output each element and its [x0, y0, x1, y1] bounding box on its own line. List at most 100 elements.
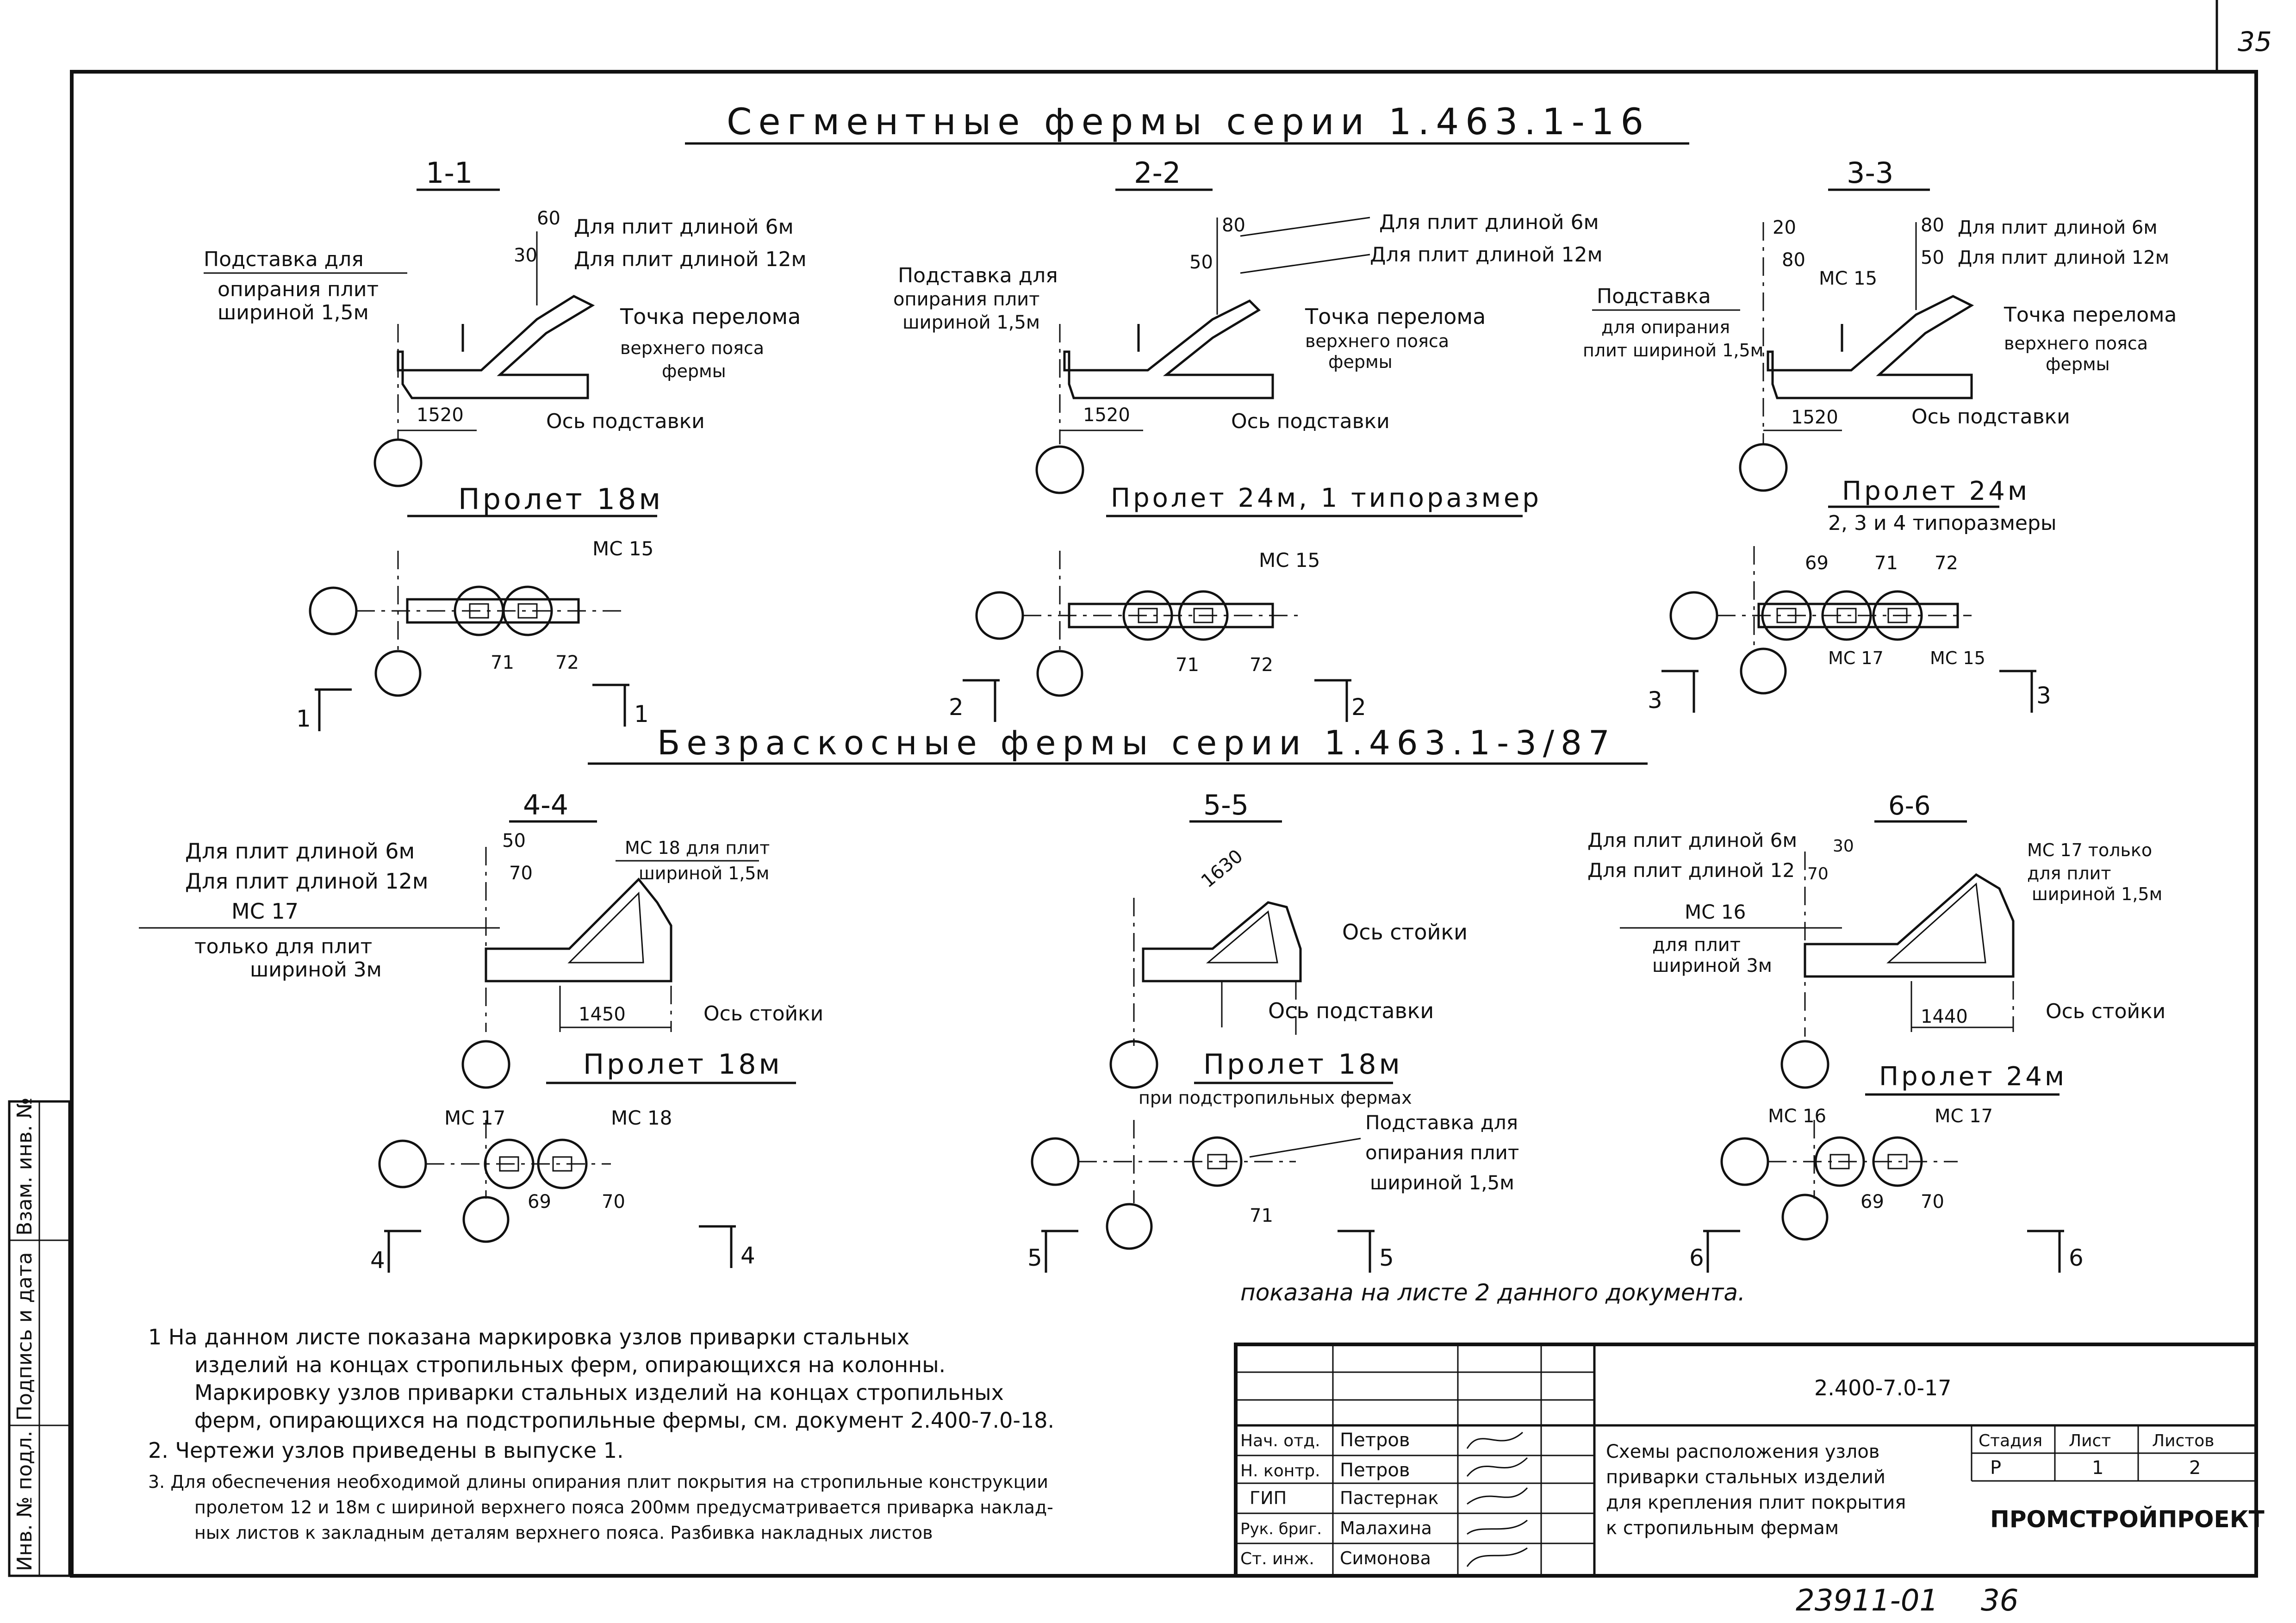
- plan-3-node-72: [1872, 590, 1923, 641]
- plan-2-column-marker-bottom: [1036, 650, 1083, 697]
- plan-4-label-69: 69: [528, 1191, 551, 1213]
- plan-4-cut-mark-right: [699, 1225, 736, 1268]
- node-4-4-web-opening: [567, 891, 644, 964]
- plan-6-cut-right: 6: [2069, 1244, 2084, 1271]
- plan-6-node-69: [1814, 1136, 1865, 1187]
- plan-3-cut-mark-left: [1661, 670, 1699, 713]
- node-3-3-dim-80a: 80: [1782, 249, 1805, 271]
- plan-5-cut-right: 5: [1379, 1244, 1394, 1271]
- plan-5-label-width: шириной 1,5м: [1370, 1171, 1514, 1194]
- node-2-2-title: 2-2: [1134, 156, 1181, 190]
- plan-4-column-marker-bottom: [462, 1196, 510, 1243]
- node-5-5-label-post-axis: Ось стойки: [1342, 920, 1468, 945]
- plan-2-label-71: 71: [1176, 654, 1199, 676]
- plan-3-cut-right: 3: [2036, 682, 2051, 709]
- plan-3-column-marker-left: [1669, 591, 1718, 640]
- plan-2-span: Пролет 24м, 1 типоразмер: [1111, 483, 1542, 513]
- node-2-2-dim-50: 50: [1189, 252, 1213, 273]
- node-3-3-label-chord: верхнего пояса: [2004, 333, 2148, 354]
- plan-6-span: Пролет 24м: [1879, 1062, 2067, 1092]
- node-3-3-label-support: для опирания: [1601, 317, 1730, 337]
- plan-2-node-72: [1178, 590, 1229, 641]
- plan-2-chord: [1068, 603, 1274, 628]
- node-4-4-label-12m: Для плит длиной 12м: [185, 869, 429, 894]
- plan-6-column-marker-left: [1720, 1137, 1769, 1186]
- node-3-3-dim-50: 50: [1921, 247, 1944, 268]
- plan-6-cut-mark-right: [2027, 1230, 2064, 1273]
- plan-4: Пролет 18м МС 17 МС 18 69 70 4 4: [370, 1048, 796, 1274]
- plan-4-cut-right: 4: [740, 1242, 755, 1269]
- node-2-2-column-marker: [1035, 445, 1084, 494]
- plan-4-plate-69: [499, 1156, 519, 1172]
- plan-5-span-sub: при подстропильных фермах: [1139, 1088, 1412, 1108]
- plan-6: Пролет 24м МС 16 МС 17 69 70 6 6: [1689, 1062, 2084, 1273]
- plan-5-stand-leader: [1249, 1138, 1361, 1158]
- node-2-2-label-support: опирания плит: [893, 289, 1039, 310]
- role-5: Ст. инж.: [1240, 1549, 1314, 1568]
- plan-5-label-stand: Подставка для: [1365, 1111, 1518, 1134]
- node-3-3-truss-section: [1767, 295, 1974, 399]
- org-name: ПРОМСТРОЙПРОЕКТ: [1990, 1505, 2265, 1533]
- plan-6-label-ms16: МС 16: [1768, 1106, 1826, 1127]
- plan-3-node-69: [1761, 590, 1812, 641]
- node-3-3-label-break: Точка перелома: [2004, 303, 2177, 327]
- plan-5-cut-left: 5: [1027, 1244, 1042, 1271]
- node-3-3-label-axis: Ось подставки: [1911, 405, 2070, 429]
- node-5-5-label-stand-axis: Ось подставки: [1268, 998, 1434, 1023]
- plan-3-plate-71: [1836, 608, 1857, 623]
- note-line-6: 3. Для обеспечения необходимой длины опи…: [148, 1472, 1048, 1492]
- node-2-2-label-axis: Ось подставки: [1231, 410, 1390, 433]
- node-4-4-truss-section: [485, 877, 672, 983]
- sheet-header: Лист: [2069, 1431, 2111, 1450]
- node-6-6-dim-30: 30: [1833, 837, 1854, 856]
- plan-5-label-71: 71: [1250, 1205, 1273, 1226]
- note-line-3: Маркировку узлов приварки стальных издел…: [194, 1380, 1004, 1405]
- plan-5: Пролет 18м при подстропильных фермах Под…: [1027, 1048, 1519, 1273]
- plan-2-cut-mark-right: [1314, 679, 1351, 722]
- plan-2-cut-mark-left: [963, 679, 1000, 722]
- plan-1-node-72: [502, 585, 553, 636]
- node-2-2-label-width: шириной 1,5м: [902, 312, 1040, 333]
- name-2: Петров: [1340, 1460, 1410, 1481]
- node-4-4-label-ms17: МС 17: [231, 899, 299, 924]
- plan-2-label-72: 72: [1250, 654, 1273, 676]
- sheets-value: 2: [2189, 1457, 2201, 1479]
- plan-4-cut-left: 4: [370, 1247, 385, 1274]
- node-6-6-label-width3: шириной 3м: [1652, 955, 1772, 976]
- note-line-5: 2. Чертежи узлов приведены в выпуске 1.: [148, 1438, 624, 1463]
- node-1-1-dim-1520: 1520: [417, 404, 464, 426]
- side-stamp: Инв. № подл. Подпись и дата Взам. инв. №: [8, 1097, 71, 1577]
- sheets-header: Листов: [2152, 1431, 2214, 1450]
- node-3-3-column-marker: [1739, 443, 1788, 492]
- node-2-2-label-break: Точка перелома: [1305, 304, 1486, 329]
- plan-1-column-marker-bottom: [374, 650, 422, 697]
- plan-5-column-marker-left: [1031, 1137, 1080, 1186]
- plan-3-plate-72: [1887, 608, 1908, 623]
- sheet-value: 1: [2092, 1457, 2103, 1479]
- node-3-3-label-truss: фермы: [2046, 354, 2110, 374]
- node-6-6-label-ms17: МС 17 только: [2027, 840, 2152, 860]
- node-3-3-dim-20: 20: [1773, 217, 1796, 238]
- node-2-2-label-12m: Для плит длиной 12м: [1370, 243, 1603, 267]
- name-5: Симонова: [1340, 1548, 1431, 1568]
- node-1-1-title: 1-1: [426, 156, 473, 190]
- plan-1-label-71: 71: [491, 652, 514, 673]
- node-4-4-title: 4-4: [523, 789, 568, 821]
- plan-2-column-marker-left: [975, 591, 1024, 640]
- section-beam-title: Безраскосные фермы серии 1.463.1-3/87: [657, 723, 1616, 762]
- node-2-2-label-truss: фермы: [1328, 352, 1393, 372]
- node-1-1-dim-60: 60: [537, 208, 560, 229]
- plan-2-cut-left: 2: [949, 694, 964, 721]
- plan-6-node-70: [1872, 1136, 1923, 1187]
- node-4-4-dim-50: 50: [502, 830, 526, 852]
- section-segment-title: Сегментные фермы серии 1.463.1-16: [727, 101, 1650, 143]
- plan-4-cut-mark-left: [384, 1230, 421, 1273]
- node-3-3-title: 3-3: [1847, 156, 1893, 190]
- node-2-2-leader-6m: [1240, 217, 1370, 237]
- node-3-3-label-ms15: МС 15: [1819, 268, 1877, 289]
- side-stamp-sign-label: Подпись и дата: [13, 1252, 37, 1421]
- plan-2-plate-72: [1193, 608, 1213, 623]
- plan-1-cut-mark-left: [315, 688, 352, 731]
- node-3-3-label-6m: Для плит длиной 6м: [1958, 217, 2158, 238]
